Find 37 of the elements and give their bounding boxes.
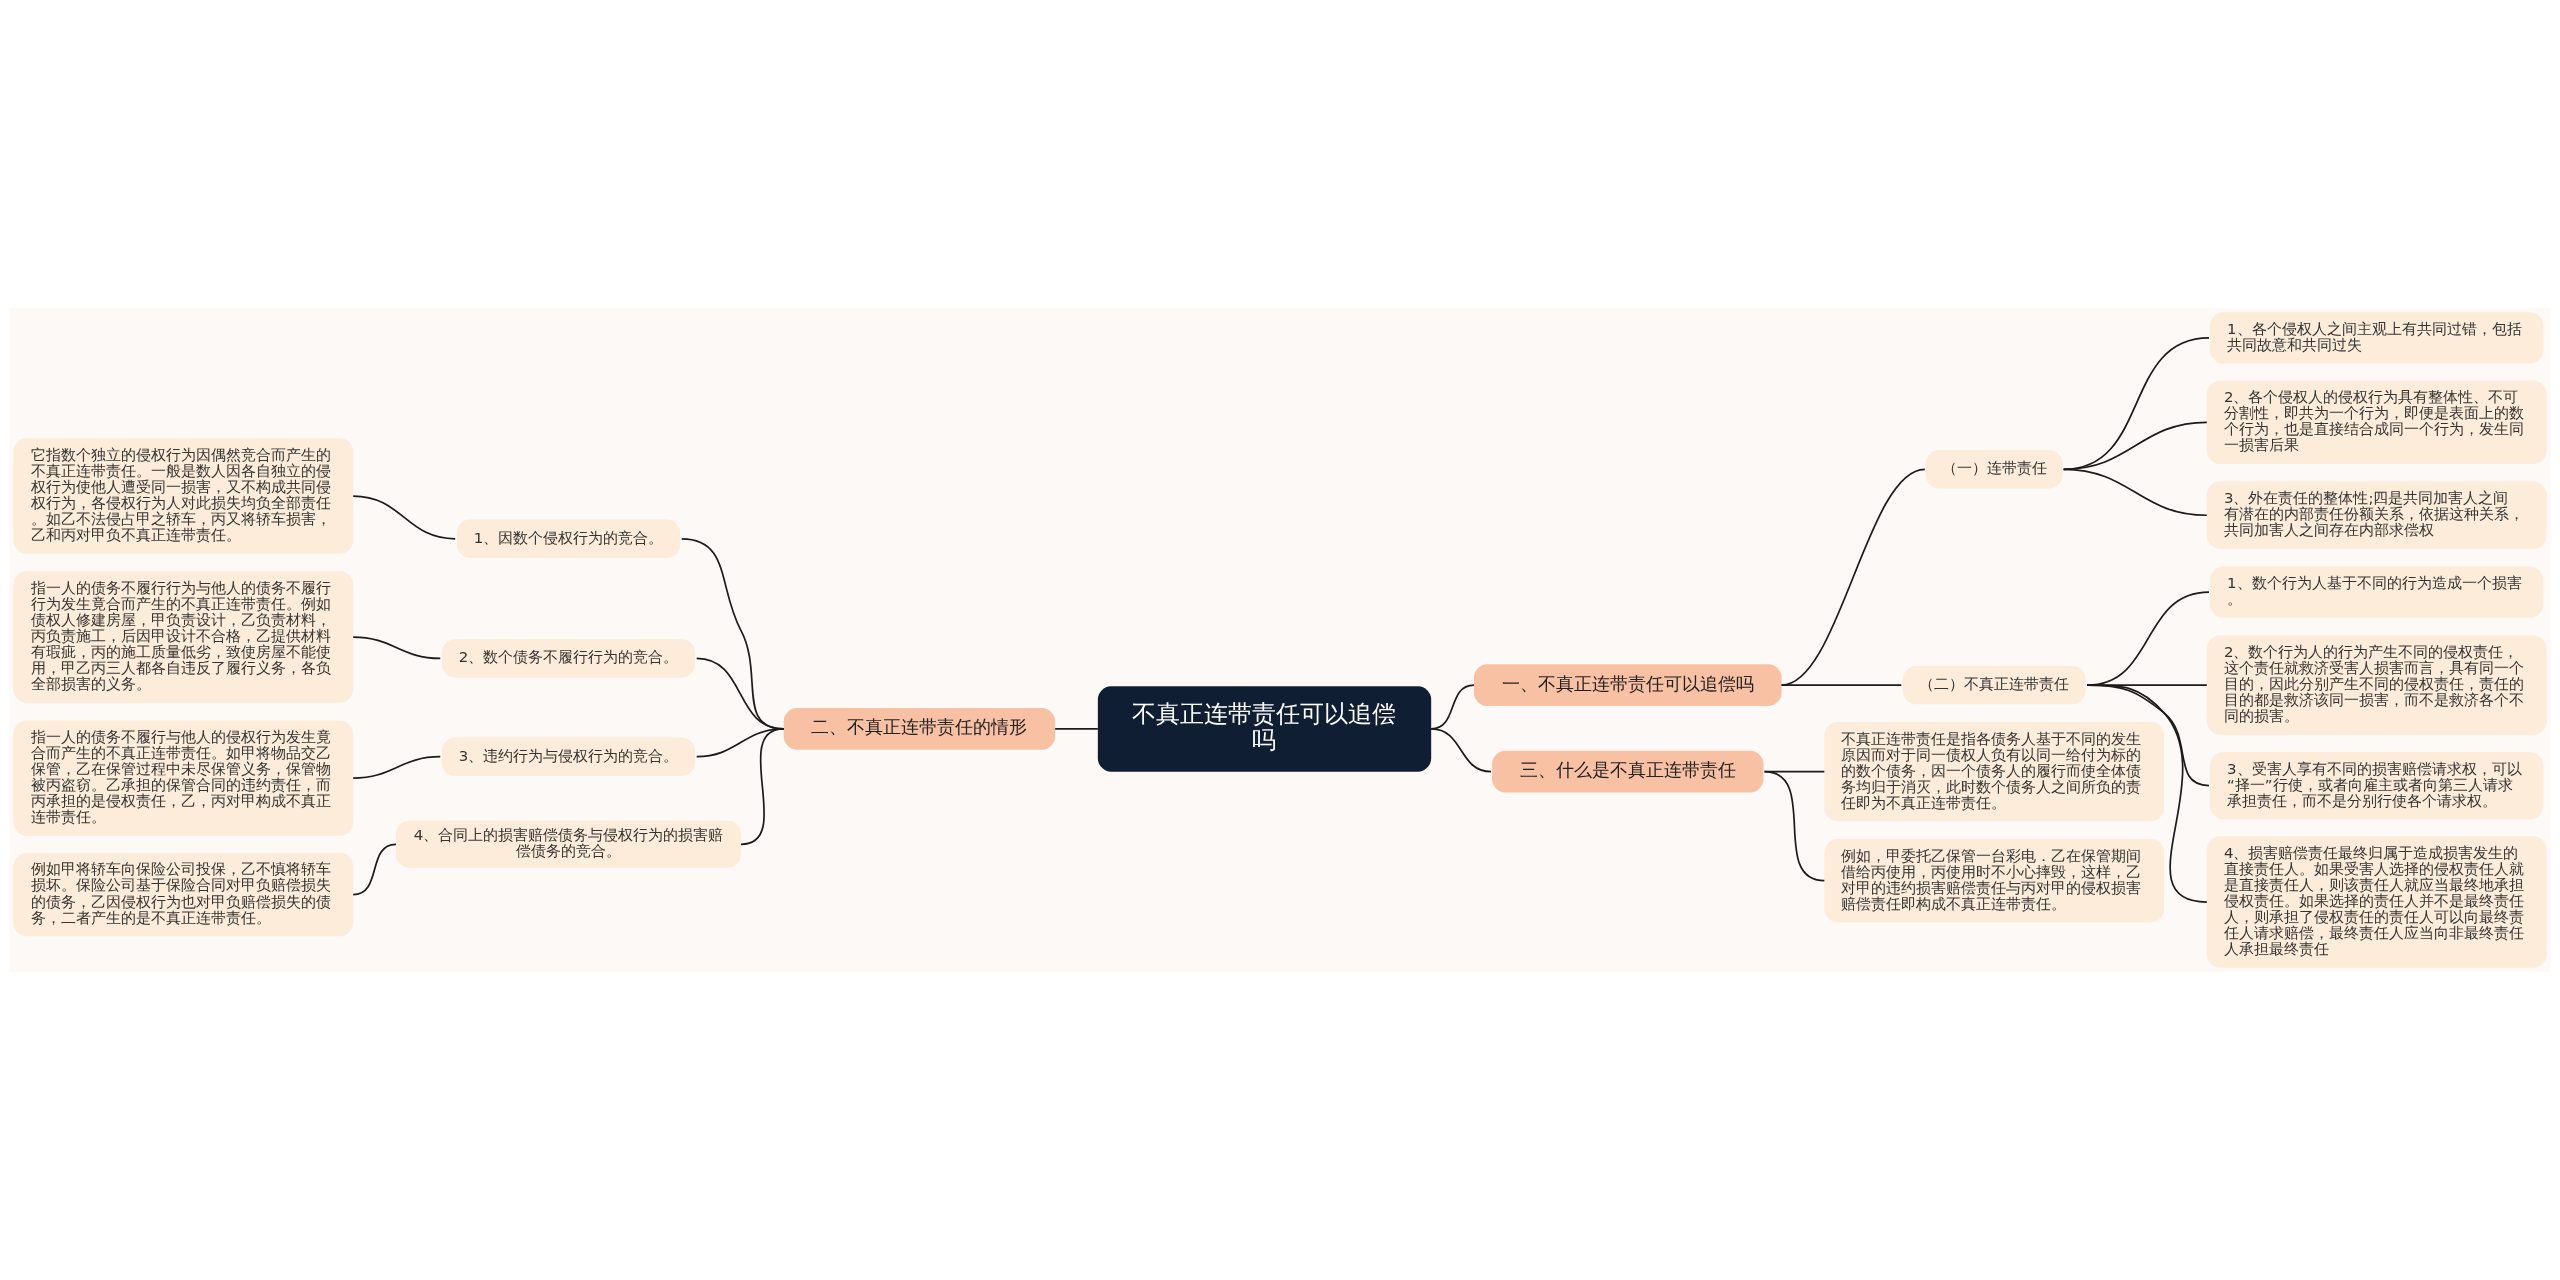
node-box: 指一人的债务不履行与他人的侵权行为发生竟合而产生的不真正连带责任。如甲将物品交乙保管，乙在保管过程中未尽保管义务，保管物被丙盗窃。乙承担的保管合同的违约责任，而丙承担的是侵权责任，乙，丙对甲构成不真正连带责任。 [13, 720, 354, 836]
node-box: （一）连带责任 [1925, 450, 2063, 489]
node-box: 1、因数个侵权行为的竞合。 [456, 519, 681, 558]
connector [2062, 468, 2208, 517]
node-box: 1、各个侵权人之间主观上有共同过错，包括共同故意和共同过失 [2210, 312, 2544, 364]
connector [352, 843, 397, 896]
node-box: 4、损害赔偿责任最终归属于造成损害发生的直接责任人。如果受害人选择的侵权责任人就是直接责任人，则该责任人就应当最终地承担侵权责任。如果选择的责任人并不是最终责任人，则承担了侵权责任的责任人可以向最终责任人请求赔偿，最终责任人应当向非最终责任人承担最终责任 [2206, 836, 2547, 968]
node-box: 2、数个行为人的行为产生不同的侵权责任，这个责任就救济受害人损害而言，具有同一个目的，因此分别产生不同的侵权责任，责任的目的都是救济该同一损害，而不是救济各个不同的损害。 [2206, 635, 2547, 735]
node-box: 二、不真正连带责任的情形 [783, 708, 1056, 750]
node-box: 1、数个行为人基于不同的行为造成一个损害。 [2210, 566, 2544, 618]
node-box: 3、违约行为与侵权行为的竞合。 [441, 737, 696, 776]
node-box: 2、各个侵权人的侵权行为具有整体性、不可分割性，即共为一个行为，即便是表面上的数个行为，也是直接结合成同一个行为，发生同一损害后果 [2206, 380, 2547, 464]
node-box: 3、受害人享有不同的损害赔偿请求权，可以“择一”行使，或者向雇主或者向第三人请求承担责任，而不是分别行使各个请求权。 [2210, 751, 2544, 820]
node-box: 2、数个债务不履行行为的竞合。 [441, 639, 696, 678]
connector [740, 728, 785, 846]
connector [352, 755, 442, 779]
connector [1763, 770, 1826, 882]
node-box: 一、不真正连带责任可以追偿吗 [1473, 664, 1782, 706]
node-box: 不真正连带责任是指各债务人基于不同的发生原因而对于同一债权人负有以同一给付为标的的数个债务，因一个债务人的履行而使全体债务均归于消灭，此时数个债务人之间所负的责任即为不真正连带责任。 [1824, 722, 2165, 822]
connector [1430, 728, 1492, 773]
node-box: 4、合同上的损害赔偿债务与侵权行为的损害赔偿债务的竞合。 [395, 820, 741, 868]
connector [2086, 684, 2208, 903]
connector [2062, 337, 2210, 471]
node-box: 指一人的债务不履行行为与他人的债务不履行行为发生竟合而产生的不真正连带责任。例如债权人修建房屋，甲负责设计，乙负责材料，丙负责施工，后因甲设计不合格，乙提供材料有瑕疵，丙的施工质量低劣，致使房屋不能使用，甲乙丙三人都各自违反了履行义务，各负全部损害的义务。 [13, 571, 354, 703]
connector [352, 495, 457, 540]
node-box: 它指数个独立的侵权行为因偶然竞合而产生的不真正连带责任。一般是数人因各自独立的侵权行为使他人遭受同一损害，又不构成共同侵权行为，各侵权行为人对此损失均负全部责任。如乙不法侵占甲之轿车，丙又将轿车损害，乙和丙对甲负不真正连带责任。 [13, 438, 354, 554]
node-box: 不真正连带责任可以追偿吗 [1097, 686, 1432, 772]
node-box: （二）不真正连带责任 [1902, 665, 2086, 705]
connector [1780, 468, 1926, 686]
node-box: 三、什么是不真正连带责任 [1492, 750, 1764, 793]
connector [2062, 421, 2208, 471]
connector [1054, 728, 1099, 730]
node-box: 3、外在责任的整体性;四是共同加害人之间有潜在的内部责任份额关系，依据这种关系，共同加害人之间存在内部求偿权 [2206, 481, 2547, 549]
node-box: 例如，甲委托乙保管一台彩电．乙在保管期间借给丙使用，丙使用时不小心摔毁，这样，乙对甲的违约损害赔偿责任与丙对甲的侵权损害赔偿责任即构成不真正连带责任。 [1824, 839, 2165, 923]
node-box: 例如甲将轿车向保险公司投保，乙不慎将轿车损坏。保险公司基于保险合同对甲负赔偿损失的债务，乙因侵权行为也对甲负赔偿损失的债务，二者产生的是不真正连带责任。 [13, 852, 354, 937]
connector [352, 636, 442, 660]
connector [1780, 684, 1903, 686]
